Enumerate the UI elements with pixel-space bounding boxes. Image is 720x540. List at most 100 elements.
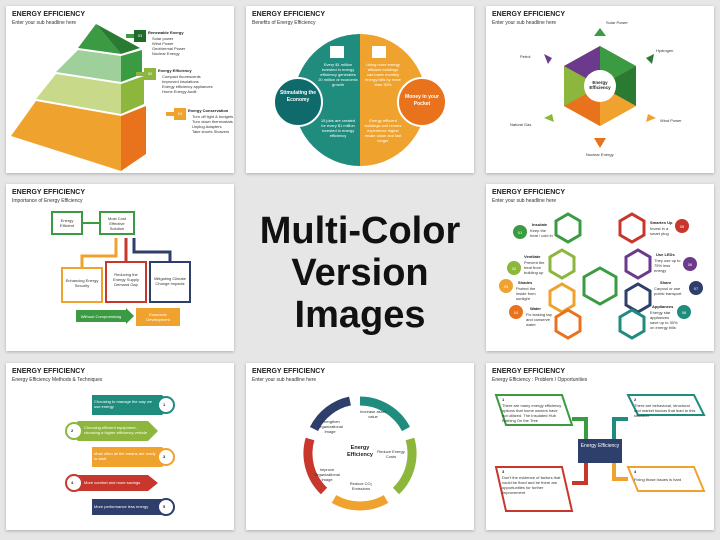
left-circle-label: Stimulating the Economy xyxy=(279,90,317,103)
hex-item-number: 07 xyxy=(693,286,699,291)
item-number: 01 xyxy=(177,111,183,116)
slide-thumbnail-problems[interactable]: ENERGY EFFICIENCY Energy Efficiency : Pr… xyxy=(486,363,714,530)
hex-item-desc: Fix leaking tap and conserve water xyxy=(526,312,552,327)
problem-text: Fixing those issues is hard xyxy=(634,477,682,482)
hex-item-number: 03 xyxy=(503,284,509,289)
problem-number: 4 xyxy=(634,469,637,474)
multi-color-version-heading: Multi-Color Version Images xyxy=(240,210,480,336)
right-circle-label: Money in your Pocket xyxy=(405,94,439,107)
method-text: Most often all the means are ready to st… xyxy=(94,451,156,461)
method-text: More performance less energy xyxy=(94,504,149,509)
hex-item-label: Share xyxy=(660,280,672,285)
item-bullet: Home Energy Audit xyxy=(162,89,197,94)
method-number: 3 xyxy=(163,454,166,459)
heading-line-1: Multi-Color xyxy=(259,210,461,252)
flow-result-label: Economic Development xyxy=(146,312,170,322)
item-number: 03 xyxy=(137,33,143,38)
hex-item-label: Use LEDs xyxy=(656,252,675,257)
hex-item-number: 08 xyxy=(681,310,687,315)
benefit-text: Using more energy efficient buildings ca… xyxy=(365,62,401,87)
flowchart-graphic xyxy=(51,211,191,326)
problem-number: 1 xyxy=(502,397,505,402)
hex-item-desc: Carpool or use public transport xyxy=(654,286,682,296)
item-heading: Renewable Energy xyxy=(148,30,184,35)
cycle-center-label: Energy Efficiency xyxy=(347,445,373,458)
cycle-label: Improve Organizational Image xyxy=(314,467,340,482)
hexagon-label: Petrol xyxy=(520,54,531,59)
slide-title: ENERGY EFFICIENCY xyxy=(492,368,565,375)
cycle-graphic xyxy=(303,396,417,511)
slide-title: ENERGY EFFICIENCY xyxy=(12,189,85,196)
item-bullet: Turn off light & budgets xyxy=(192,114,234,119)
slide-thumbnail-importance[interactable]: ENERGY EFFICIENCY Importance of Energy E… xyxy=(6,184,234,351)
slide-thumbnail-benefits[interactable]: ENERGY EFFICIENCY Benefits of Energy Eff… xyxy=(246,6,474,173)
hex-item-label: Smarten Up xyxy=(650,220,673,225)
problem-text: There are many energy efficiency options… xyxy=(502,403,562,423)
problem-number: 2 xyxy=(634,397,637,402)
item-bullet: Turn down thermostats xyxy=(192,119,233,124)
item-heading: Energy Conservation xyxy=(188,108,229,113)
hex-item-number: 06 xyxy=(687,262,693,267)
hexagon-label: Natural Gas xyxy=(510,122,532,127)
item-bullet: Improved insulations xyxy=(162,79,199,84)
flow-arrow-label: Without Compromising xyxy=(80,314,122,319)
slide-title: ENERGY EFFICIENCY xyxy=(252,368,325,375)
slide-subtitle: Enter your sub headline here xyxy=(252,377,317,383)
slide-subtitle: Importance of Energy Efficiency xyxy=(12,198,83,204)
flow-box-label: Energy Efficient xyxy=(59,218,75,228)
pyramid-graphic xyxy=(11,24,186,171)
slide-subtitle: Enter your sub headline here xyxy=(492,198,557,204)
hex-item-label: Shades xyxy=(518,280,533,285)
slide-subtitle: Energy Efficiency Methods & Techniques xyxy=(12,377,103,383)
hex-item-desc: Protect the inside from sunlight xyxy=(516,286,536,301)
hex-item-number: 05 xyxy=(679,224,685,229)
method-number: 5 xyxy=(163,504,166,509)
hex-item-number: 04 xyxy=(513,310,519,315)
problems-graphic xyxy=(494,394,706,512)
slide-subtitle: Enter your sub headline here xyxy=(12,20,77,26)
hexagon-center-label: Energy Efficiency xyxy=(589,80,611,90)
flow-box-label: Mitigating Climate Change Impacts xyxy=(154,276,186,286)
problem-text: Don't the evidence of factors that could… xyxy=(502,475,561,495)
cycle-label: Strengthen Organizational Image xyxy=(317,419,343,434)
slide-title: ENERGY EFFICIENCY xyxy=(12,368,85,375)
problem-text: There are behavioral, structural and mar… xyxy=(634,403,696,418)
slide-thumbnail-hexagon[interactable]: ENERGY EFFICIENCY Enter your sub headlin… xyxy=(486,6,714,173)
benefit-text: 15 jobs are created for every $1 million… xyxy=(320,118,356,138)
cycle-label: Reduce Energy Costs xyxy=(377,449,405,459)
methods-graphic xyxy=(65,395,175,516)
hexagon-graphic xyxy=(544,28,656,148)
method-text: Choosing to manage the way we use energy xyxy=(94,399,153,409)
method-text: Choosing efficient equipment, choosing a… xyxy=(84,425,148,435)
slide-subtitle: Enter your sub headline here xyxy=(492,20,557,26)
hex-item-label: Ventilate xyxy=(524,254,541,259)
slide-thumbnail-cycle[interactable]: ENERGY EFFICIENCY Enter your sub headlin… xyxy=(246,363,474,530)
item-bullet: Energy efficiency appliances xyxy=(162,84,213,89)
item-number: 02 xyxy=(147,71,153,76)
hex-item-number: 02 xyxy=(511,266,517,271)
item-bullet: Unplug Adapters xyxy=(192,124,222,129)
hex-item-desc: They use up to 75% less energy xyxy=(654,258,681,273)
hex-item-desc: Invest in a smart plug xyxy=(650,226,669,236)
slide-title: ENERGY EFFICIENCY xyxy=(492,11,565,18)
method-number: 4 xyxy=(71,480,74,485)
hex-item-label: Insulate xyxy=(532,222,548,227)
slide-thumbnail-pyramid[interactable]: ENERGY EFFICIENCY Enter your sub headlin… xyxy=(6,6,234,173)
hex-item-label: Water xyxy=(530,306,541,311)
item-heading: Energy Efficiency xyxy=(158,68,192,73)
hex-item-number: 01 xyxy=(517,230,523,235)
item-bullet: Solar power xyxy=(152,36,174,41)
item-bullet: Take shorts Showers xyxy=(192,129,230,134)
slide-thumbnail-methods[interactable]: ENERGY EFFICIENCY Energy Efficiency Meth… xyxy=(6,363,234,530)
cycle-label: Reduce CO₂ Emissions xyxy=(349,481,373,491)
hex-item-desc: Energy star appliances save up to 30% on… xyxy=(650,310,678,330)
hex-item-desc: Prevent the heat from building up xyxy=(524,260,545,275)
cycle-label: Increase asset value xyxy=(359,409,386,419)
slide-thumbnail-hex-network[interactable]: ENERGY EFFICIENCY Enter your sub headlin… xyxy=(486,184,714,351)
item-bullet: Compact fluorescents xyxy=(162,74,201,79)
method-number: 2 xyxy=(71,428,74,433)
hex-network-graphic xyxy=(499,212,703,340)
slide-title: ENERGY EFFICIENCY xyxy=(492,189,565,196)
hexagon-label: Nuclear Energy xyxy=(586,152,614,157)
